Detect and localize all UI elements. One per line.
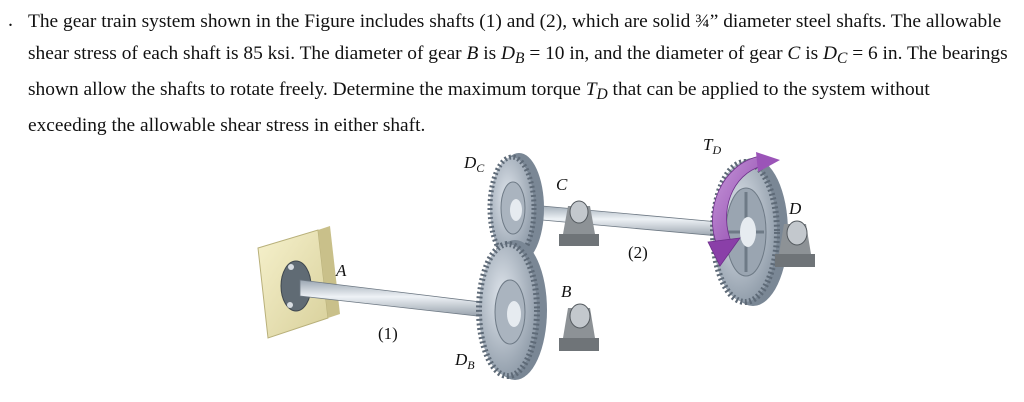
dc-var: D (822, 42, 837, 64)
label-shaft-2: (2) (628, 243, 648, 262)
label-td: TD (703, 135, 721, 157)
db-subscript: B (515, 49, 525, 67)
list-bullet: . (8, 9, 13, 31)
bearing-b (559, 303, 599, 351)
gear-b (476, 240, 547, 380)
problem-text: The gear train system shown in the Figur… (28, 11, 1002, 64)
torque-arrow (707, 152, 780, 267)
problem-text: is (800, 42, 823, 64)
label-dc: DC (463, 153, 485, 175)
problem-text: = 6 in. The bearings shown allow the sha… (28, 42, 1008, 100)
label-shaft-1: (1) (378, 324, 398, 343)
gear-c-var: C (787, 42, 801, 64)
db-var: D (500, 42, 515, 64)
label-b: B (561, 282, 572, 301)
td-subscript: D (596, 85, 608, 103)
problem-statement: The gear train system shown in the Figur… (28, 6, 1008, 142)
gear-c (487, 153, 544, 263)
label-db: DB (454, 350, 475, 372)
td-var: T (585, 78, 597, 100)
wall-support (257, 226, 340, 339)
label-c: C (556, 175, 568, 194)
label-a: A (335, 261, 347, 280)
bearing-c (559, 200, 599, 246)
gear-b-var: B (466, 42, 479, 64)
gear-train-figure: DC C TD D A (2) B (1) DB (257, 135, 815, 380)
label-d: D (788, 199, 802, 218)
bearing-d (775, 220, 815, 267)
problem-text: is (478, 42, 501, 64)
problem-text: = 10 in, and the diameter of gear (524, 42, 788, 64)
dc-subscript: C (837, 49, 848, 67)
problem-text: that can be applied to the system withou… (28, 78, 930, 137)
